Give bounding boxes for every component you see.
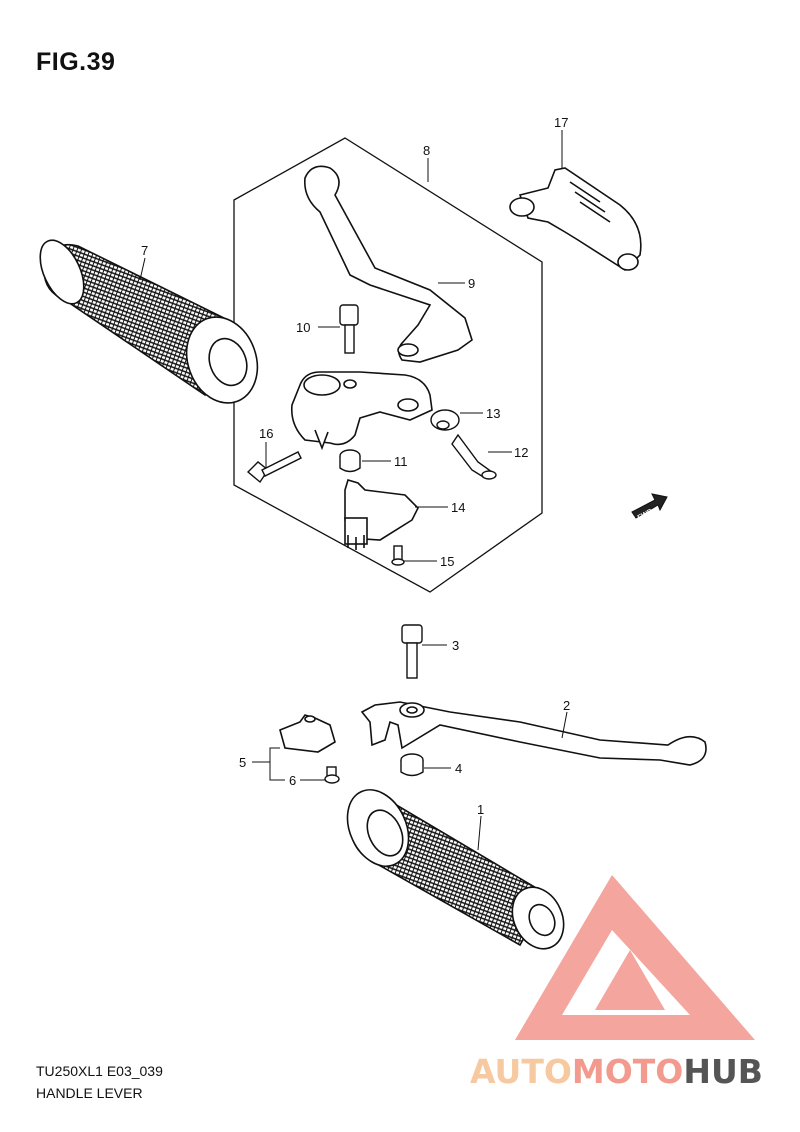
fwd-arrow: FWD [631,493,668,522]
model-code: TU250XL1 E03_039 [36,1063,163,1079]
lever-cover [509,167,642,272]
watermark-moto: MOTO [572,1052,683,1091]
callout-8: 8 [423,143,430,158]
callout-6: 6 [289,773,296,788]
section-name: HANDLE LEVER [36,1085,143,1101]
watermark-hub: HUB [683,1052,763,1091]
figure-title: FIG.39 [36,48,116,76]
callout-5: 5 [239,755,246,770]
brake-switch [279,714,336,753]
clutch-lever [303,165,473,363]
mounting-screw [246,451,302,484]
clutch-switch [344,479,419,550]
callout-16: 16 [259,426,273,441]
callout-14: 14 [451,500,465,515]
callout-13: 13 [486,406,500,421]
callout-17: 17 [554,115,568,130]
callout-9: 9 [468,276,475,291]
lever-holder [290,371,433,451]
adjuster-nut [430,409,460,431]
callout-15: 15 [440,554,454,569]
adjuster-bolt [451,433,497,480]
pivot-bolt-3 [401,624,423,679]
watermark-auto: AUTO [470,1052,572,1091]
nut-4 [400,753,424,777]
callout-1: 1 [477,802,484,817]
lever-assembly-outline [233,137,543,593]
left-grip [39,239,259,404]
leader-lines [139,130,568,851]
callout-4: 4 [455,761,462,776]
callout-7: 7 [141,243,148,258]
pivot-bolt [339,304,359,354]
callout-3: 3 [452,638,459,653]
callout-10: 10 [296,320,310,335]
callout-11: 11 [394,454,408,469]
callout-12: 12 [514,445,528,460]
callout-labels: 1 2 3 4 5 6 7 8 9 10 11 12 13 14 15 16 1… [141,115,570,817]
nut-11 [339,449,361,473]
watermark-triangle [515,875,755,1040]
right-grip [346,789,565,950]
callout-2: 2 [563,698,570,713]
svg-text:AUTOMOTOHUB: AUTOMOTOHUB [470,1052,763,1091]
small-screw-15 [391,545,405,566]
watermark-logo: AUTOMOTOHUB [470,875,763,1091]
brake-lever [360,701,707,766]
small-screw-6 [324,766,340,784]
